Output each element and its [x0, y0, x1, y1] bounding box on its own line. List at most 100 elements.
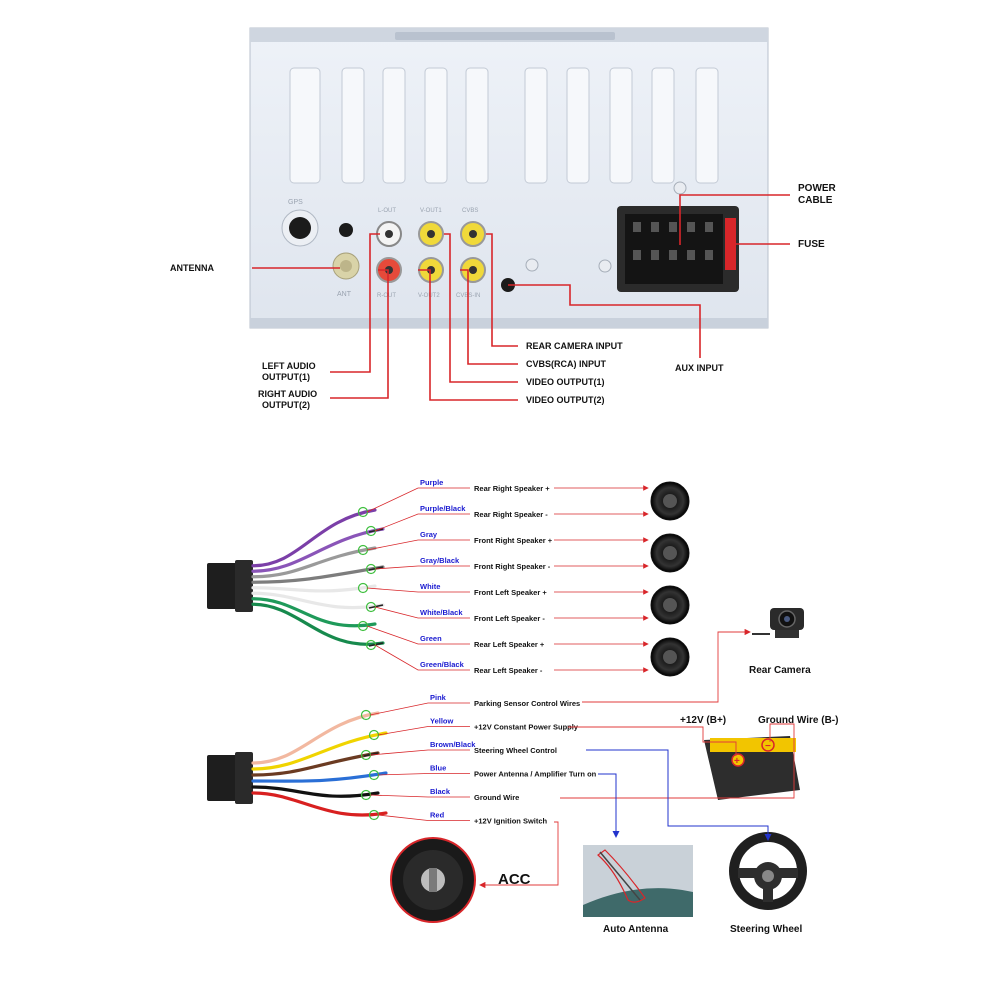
speaker-leader	[366, 539, 470, 551]
speaker-wire-description: Front Left Speaker +	[474, 588, 547, 597]
power-wire-description: Parking Sensor Control Wires	[474, 699, 580, 708]
speaker-wire-description: Front Left Speaker -	[474, 614, 545, 623]
power-leader	[377, 814, 470, 821]
power-connector	[207, 752, 253, 804]
power-leader	[369, 702, 470, 716]
power-wire-color-label: Blue	[430, 764, 446, 773]
speaker-leader	[366, 625, 470, 645]
speaker-wire	[251, 602, 385, 646]
speaker-wire-color-label: Green	[420, 634, 442, 643]
power-leader	[377, 726, 470, 736]
speaker-wire-description: Rear Left Speaker -	[474, 666, 543, 675]
power-wire	[251, 731, 388, 771]
power-leader	[369, 794, 470, 798]
power-wire	[251, 771, 388, 783]
speaker-leader	[374, 606, 470, 619]
power-wire-color-label: Brown/Black	[430, 740, 476, 749]
power-wire	[251, 785, 380, 798]
power-wire-color-label: Red	[430, 811, 445, 820]
steering-wheel-label: Steering Wheel	[730, 924, 802, 935]
speaker-dustcap	[663, 494, 677, 508]
v-out1-label: V-OUT1	[420, 208, 442, 214]
small-jack	[339, 223, 353, 237]
right-audio-label-1: RIGHT AUDIO	[258, 389, 317, 399]
svg-text:+: +	[734, 756, 740, 767]
power-wire-description: Power Antenna / Amplifier Turn on	[474, 770, 597, 779]
speaker-leader	[366, 587, 470, 593]
head-unit-callouts: POWER CABLE FUSE ANTENNA AUX INPUT REAR …	[170, 183, 837, 410]
video-output-2-label: VIDEO OUTPUT(2)	[526, 395, 605, 405]
speaker-wire	[251, 508, 377, 568]
speaker-wire-color-label: Gray/Black	[420, 556, 460, 565]
power-wire-description: Steering Wheel Control	[474, 746, 557, 755]
power-wire	[251, 711, 380, 765]
acc-label: ACC	[498, 871, 531, 888]
speaker-wire-description: Rear Right Speaker -	[474, 510, 548, 519]
head-unit-panel: GPS ANT L-OUT V-OUT1 CVBS	[249, 27, 769, 329]
speaker-wire	[251, 565, 385, 584]
gps-port-label: GPS	[288, 199, 303, 206]
speaker-wire-color-label: Purple	[420, 478, 443, 487]
aux-input-label: AUX INPUT	[675, 363, 724, 373]
power-leader	[377, 773, 470, 776]
speaker-wire	[251, 546, 377, 579]
antenna-port: ANT	[332, 252, 360, 298]
video-output-1-label: VIDEO OUTPUT(1)	[526, 377, 605, 387]
speaker-wire-description: Rear Left Speaker +	[474, 640, 545, 649]
screw	[673, 181, 687, 195]
antenna-label: ANTENNA	[170, 263, 214, 273]
svg-text:−: −	[765, 741, 771, 752]
power-wire	[251, 751, 380, 777]
gps-port: GPS	[281, 199, 319, 247]
speaker-wire-color-label: Gray	[420, 530, 438, 539]
speaker-wire-color-label: White/Black	[420, 608, 463, 617]
speaker-wire-description: Front Right Speaker +	[474, 536, 553, 545]
speaker-leader	[374, 644, 470, 671]
r-out-label: R-OUT	[377, 293, 396, 299]
speaker-wire	[251, 584, 377, 593]
speaker-wire-description: Rear Right Speaker +	[474, 484, 550, 493]
speaker-dustcap	[663, 546, 677, 560]
vent-slots	[289, 67, 719, 184]
speaker-wire	[251, 591, 385, 610]
power-cable-label-2: CABLE	[798, 195, 833, 206]
cvbs-input-label: CVBS(RCA) INPUT	[526, 359, 607, 369]
iso-power-connector	[617, 206, 739, 292]
speaker-dustcap	[663, 650, 677, 664]
left-audio-label-2: OUTPUT(1)	[262, 372, 310, 382]
power-wire-color-label: Black	[430, 787, 451, 796]
screw	[598, 259, 612, 273]
v-out2-label: V-OUT2	[418, 293, 440, 299]
left-audio-label-1: LEFT AUDIO	[262, 361, 316, 371]
speaker-leader	[374, 565, 470, 570]
fuse-label: FUSE	[798, 239, 825, 250]
power-wire-description: +12V Ignition Switch	[474, 817, 548, 826]
rear-camera-label: Rear Camera	[749, 665, 811, 676]
l-out-label: L-OUT	[378, 208, 396, 214]
auto-antenna-label: Auto Antenna	[603, 924, 669, 935]
battery: + − +12V (B+) Ground Wire (B-)	[680, 715, 838, 800]
steering-wheel: Steering Wheel	[729, 832, 807, 935]
power-cable-label-1: POWER	[798, 183, 837, 194]
ground-label: Ground Wire (B-)	[758, 715, 838, 726]
ant-port-label: ANT	[337, 291, 352, 298]
rca-jacks: L-OUT V-OUT1 CVBS R-OUT V-OUT2 CVBS-IN	[376, 208, 486, 299]
speaker-connector	[207, 560, 253, 612]
speaker-wire	[251, 527, 385, 573]
speaker-wire-color-label: Green/Black	[420, 660, 465, 669]
rear-camera-input-label: REAR CAMERA INPUT	[526, 341, 623, 351]
power-wire-color-label: Pink	[430, 693, 447, 702]
cvbs-label: CVBS	[462, 208, 478, 214]
power-leader	[369, 749, 470, 756]
speaker-wire-color-label: White	[420, 582, 440, 591]
speaker-leader	[374, 513, 470, 532]
speaker-wire-description: Front Right Speaker -	[474, 562, 551, 571]
speaker-dustcap	[663, 598, 677, 612]
power-wire-description: Ground Wire	[474, 793, 519, 802]
power-wire	[251, 791, 388, 817]
power-wire-color-label: Yellow	[430, 717, 454, 726]
power-wire-description: +12V Constant Power Supply	[474, 723, 579, 732]
